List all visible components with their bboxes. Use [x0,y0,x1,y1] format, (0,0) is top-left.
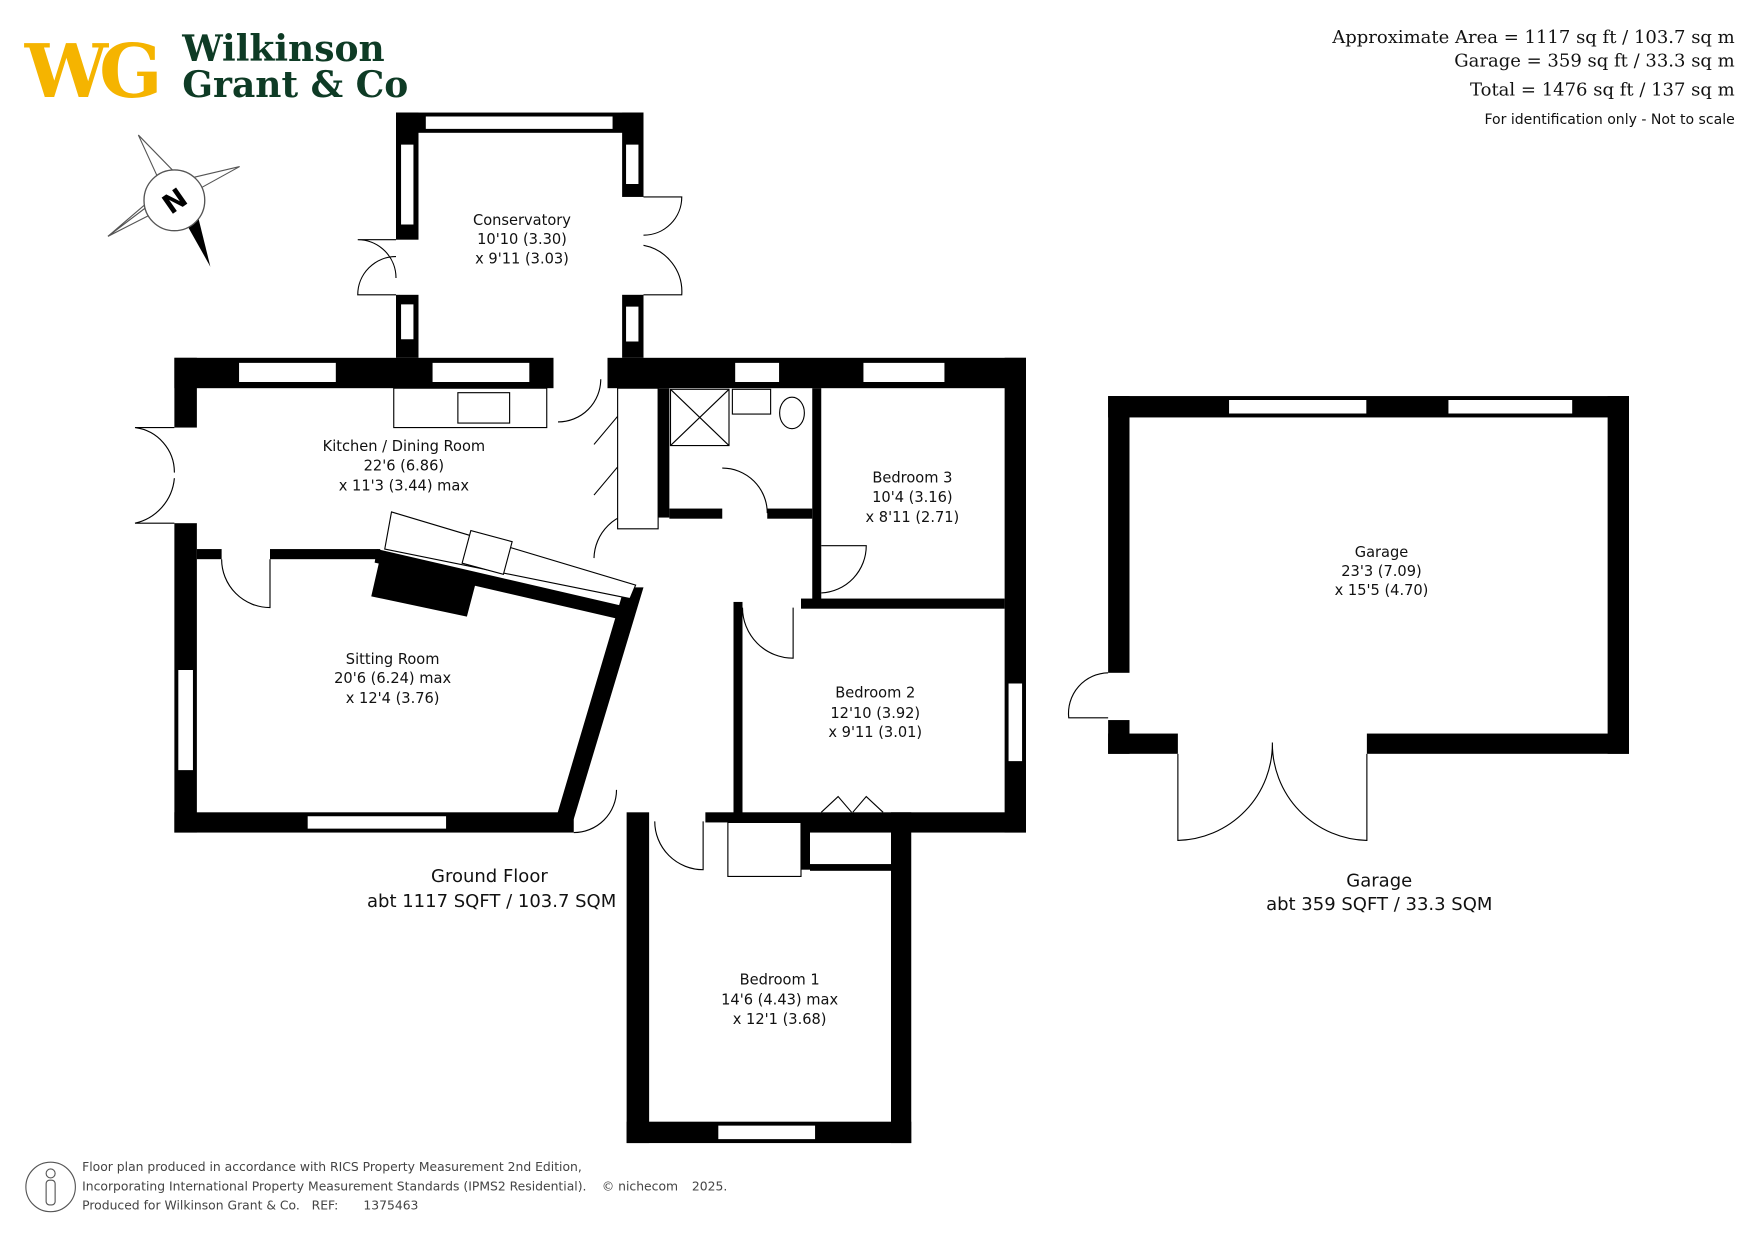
room-label-garage: Garage 23'3 (7.09) x 15'5 (4.70) [1335,544,1429,599]
room-dimension: x 12'4 (3.76) [346,690,440,707]
room-dimension: 10'10 (3.30) [477,231,567,248]
room-dimension: 10'4 (3.16) [872,489,952,506]
footer-ref: 1375463 [363,1198,418,1212]
room-name: Bedroom 3 [872,470,952,487]
ground-floor-title: Ground Floor [431,866,548,887]
room-label-conservatory: Conservatory 10'10 (3.30) x 9'11 (3.03) [473,212,571,267]
logo-initials: WG [24,27,157,115]
scale-note: For identification only - Not to scale [1484,112,1734,128]
room-name: Sitting Room [346,651,440,668]
room-label-sitting-room: Sitting Room 20'6 (6.24) max x 12'4 (3.7… [334,651,451,707]
footer-copyright: © nichecom [602,1179,678,1193]
room-name: Garage [1355,544,1409,561]
room-dimension: x 9'11 (3.03) [475,250,569,267]
toilet-icon [779,396,805,430]
room-name: Kitchen / Dining Room [323,438,486,455]
person-scale-icon [25,1161,76,1213]
footer: Floor plan produced in accordance with R… [25,1160,727,1213]
room-label-kitchen: Kitchen / Dining Room 22'6 (6.86) x 11'3… [323,438,486,494]
garage-walls [1067,396,1629,842]
basin-icon [731,388,772,415]
garage-floor-title: Garage [1346,871,1412,892]
room-name: Bedroom 2 [835,685,915,702]
room-dimension: x 11'3 (3.44) max [339,478,470,495]
room-name: Conservatory [473,212,571,229]
ground-floor-area: abt 1117 SQFT / 103.7 SQM [367,891,616,912]
room-dimension: 22'6 (6.86) [364,457,444,474]
footer-line-3: Produced for Wilkinson Grant & Co. [82,1198,300,1212]
approximate-area: Approximate Area = 1117 sq ft / 103.7 sq… [1331,27,1735,48]
room-dimension: x 8'11 (2.71) [865,509,959,526]
footer-ref-label: REF: [312,1198,339,1212]
room-name: Bedroom 1 [740,971,820,988]
chimney-breast [371,556,479,617]
logo-line2: Grant & Co [182,64,408,106]
room-label-bedroom-1: Bedroom 1 14'6 (4.43) max x 12'1 (3.68) [721,971,838,1027]
room-dimension: x 9'11 (3.01) [828,724,922,741]
hob-icon [461,529,513,575]
room-dimension: 14'6 (4.43) max [721,992,838,1009]
room-dimension: x 12'1 (3.68) [733,1011,827,1028]
footer-year: 2025. [692,1179,727,1193]
footer-line-2: Incorporating International Property Mea… [82,1179,586,1193]
room-dimension: x 15'5 (4.70) [1335,582,1429,599]
conservatory-walls [357,112,683,358]
room-label-bedroom-3: Bedroom 3 10'4 (3.16) x 8'11 (2.71) [865,470,959,526]
sink-icon [457,392,511,424]
footer-line-1: Floor plan produced in accordance with R… [82,1160,582,1174]
company-logo: WG Wilkinson Grant & Co [24,27,409,115]
garage-floor-area: abt 359 SQFT / 33.3 SQM [1266,894,1492,915]
ground-floor-walls [134,357,1026,1144]
room-dimension: 20'6 (6.24) max [334,670,451,687]
compass-icon: N [107,134,240,267]
total-area: Total = 1476 sq ft / 137 sq m [1470,80,1735,101]
room-dimension: 23'3 (7.09) [1341,563,1421,580]
garage-area: Garage = 359 sq ft / 33.3 sq m [1454,50,1734,71]
kitchen-fixtures [384,387,805,600]
room-label-bedroom-2: Bedroom 2 12'10 (3.92) x 9'11 (3.01) [828,685,922,741]
logo-line1: Wilkinson [181,28,384,70]
room-dimension: 12'10 (3.92) [830,705,920,722]
